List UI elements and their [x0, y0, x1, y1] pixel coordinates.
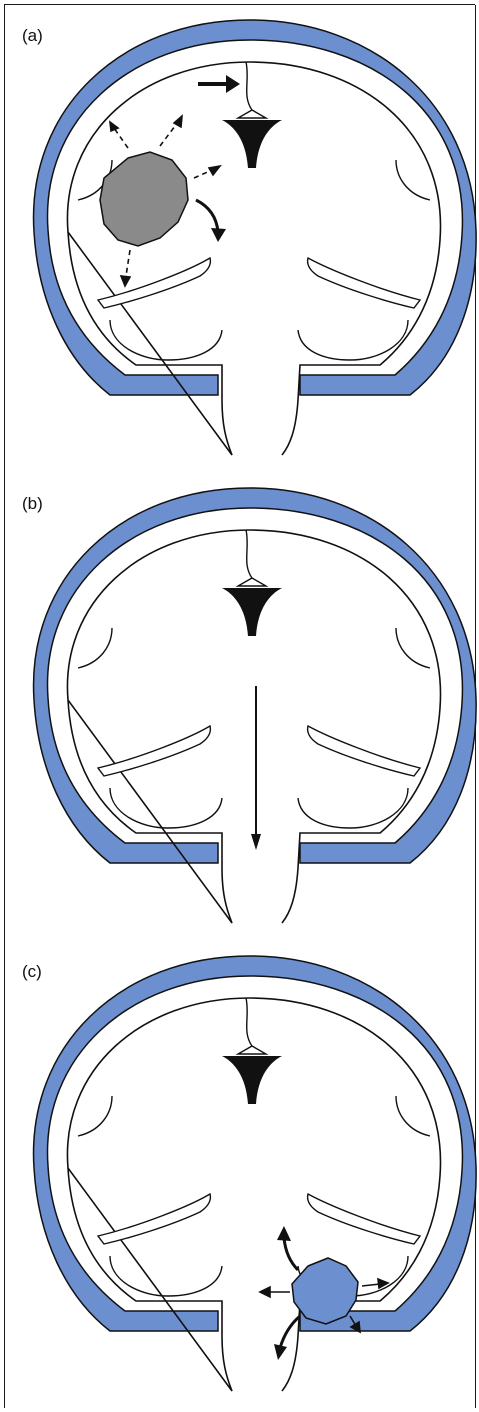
tentorium-left — [98, 258, 210, 308]
panel-c: (c) — [0, 936, 479, 1404]
skull-band — [34, 20, 477, 395]
cerebellum-left — [110, 1256, 222, 1296]
sulcus-right — [396, 160, 430, 200]
herniation-arrowhead-a — [211, 228, 226, 242]
skull-a — [34, 20, 477, 455]
sulcus-left — [78, 1096, 112, 1136]
tentorium-right — [308, 726, 420, 776]
mass-lesion-a — [100, 152, 188, 246]
upward-herniation-arrowhead-c — [277, 1226, 291, 1241]
downward-herniation-arrowhead-c — [274, 1344, 287, 1360]
sulcus-right — [396, 628, 430, 668]
skull-band — [34, 956, 477, 1331]
tentorium-right — [308, 1194, 420, 1244]
downward-arrowhead-b — [251, 834, 261, 850]
skull-band — [34, 488, 477, 863]
falx — [238, 998, 266, 1054]
cerebellum-left — [110, 788, 222, 828]
brain-diagram-b — [0, 468, 479, 936]
skull-b — [34, 488, 477, 923]
herniation-arrow-a — [196, 200, 218, 232]
falx — [238, 62, 266, 118]
brain-diagram-a — [0, 0, 479, 468]
tentorium-left — [98, 726, 210, 776]
cerebellum-left — [110, 320, 222, 360]
panel-a: (a) — [0, 0, 479, 468]
upward-herniation-arrow-c — [284, 1238, 298, 1270]
shift-arrowhead-a — [226, 75, 240, 93]
tentorium-right — [308, 258, 420, 308]
falx — [238, 530, 266, 586]
tentorium-left — [98, 1194, 210, 1244]
sulcus-left — [78, 628, 112, 668]
ventricle-wedge — [222, 1056, 282, 1104]
panel-b: (b) — [0, 468, 479, 936]
ventricle-wedge — [222, 588, 282, 636]
brain-diagram-c — [0, 936, 479, 1404]
skull-c — [34, 956, 477, 1391]
ventricle-wedge — [222, 120, 282, 168]
sulcus-right — [396, 1096, 430, 1136]
